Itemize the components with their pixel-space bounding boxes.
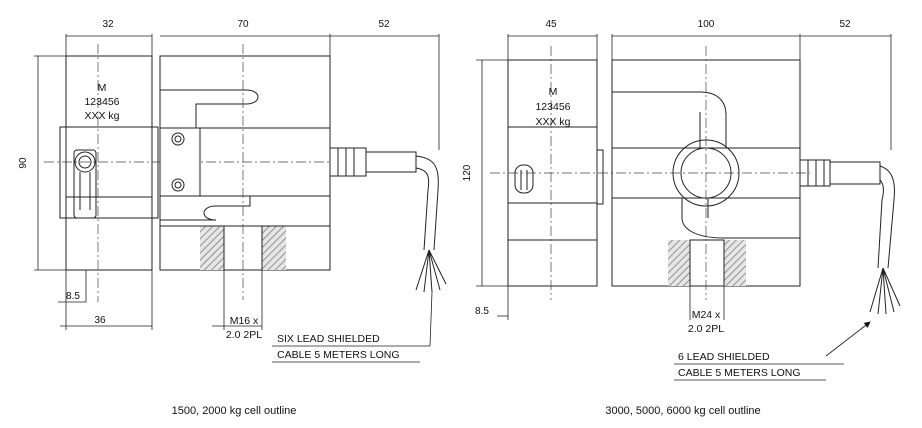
- right-bottom-dimensions: [497, 286, 509, 320]
- right-caption: 3000, 5000, 6000 kg cell outline: [605, 405, 760, 417]
- left-marking-m: M: [98, 82, 107, 94]
- left-cable-line2: CABLE 5 METERS LONG: [277, 349, 400, 361]
- left-dim-52: 52: [378, 19, 390, 30]
- left-thread-line2: 2.0 2PL: [226, 329, 262, 341]
- left-front-view: [159, 55, 447, 293]
- right-dim-100: 100: [698, 19, 715, 30]
- right-cable-line2: CABLE 5 METERS LONG: [678, 367, 801, 379]
- right-thread-line1: M24 x: [692, 309, 721, 321]
- right-front-view: [611, 59, 901, 315]
- right-marking-serial: 123456: [535, 101, 570, 113]
- left-dim-32: 32: [102, 19, 114, 30]
- left-marking-capacity: XXX kg: [84, 110, 119, 122]
- right-view: [476, 34, 901, 381]
- right-dim-120: 120: [462, 164, 473, 181]
- left-dim-36: 36: [94, 315, 106, 326]
- left-top-dimensions: [65, 34, 440, 150]
- left-view: [34, 34, 447, 363]
- left-side-view: [59, 55, 159, 271]
- left-bottom-dimensions: [58, 270, 153, 330]
- right-height-dimension: [476, 59, 508, 287]
- left-caption: 1500, 2000 kg cell outline: [172, 405, 297, 417]
- left-dim-70: 70: [237, 19, 249, 30]
- left-dim-8-5: 8.5: [66, 291, 80, 302]
- left-marking-serial: 123456: [84, 96, 119, 108]
- left-thread-leaders: [212, 270, 433, 363]
- left-height-dimension: [34, 55, 66, 271]
- right-thread-leaders: [674, 286, 871, 381]
- right-cable-line1: 6 LEAD SHIELDED: [678, 351, 770, 363]
- right-thread-line2: 2.0 2PL: [688, 323, 724, 335]
- left-cable-line1: SIX LEAD SHIELDED: [277, 333, 380, 345]
- right-dim-8-5: 8.5: [475, 306, 489, 317]
- right-dim-45: 45: [545, 19, 557, 30]
- right-dim-52: 52: [839, 19, 851, 30]
- left-dim-90: 90: [18, 157, 29, 169]
- right-top-dimensions: [507, 34, 892, 150]
- left-thread-line1: M16 x: [230, 315, 259, 327]
- right-marking-m: M: [549, 86, 558, 98]
- right-marking-capacity: XXX kg: [535, 116, 570, 128]
